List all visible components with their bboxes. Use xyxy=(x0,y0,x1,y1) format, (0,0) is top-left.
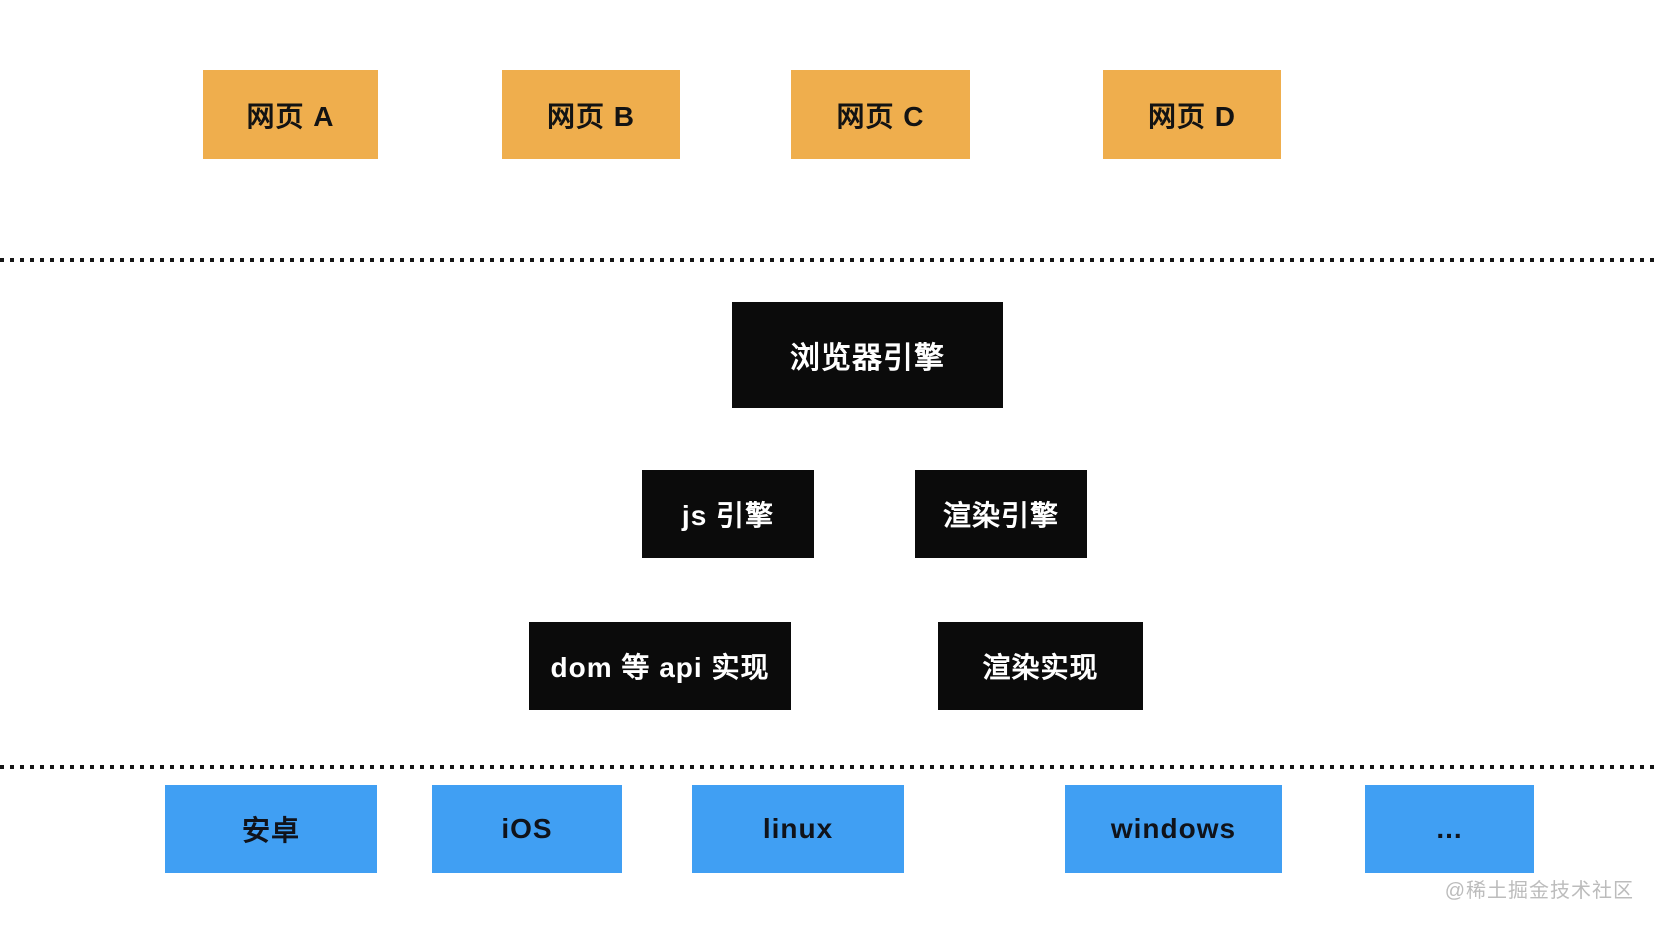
webpage-c-box: 网页 C xyxy=(791,70,970,159)
divider-dotted-bottom xyxy=(0,765,1656,769)
webpage-d-box: 网页 D xyxy=(1103,70,1281,159)
os-android-box: 安卓 xyxy=(165,785,377,873)
webpage-b-box: 网页 B xyxy=(502,70,680,159)
dom-api-impl-box: dom 等 api 实现 xyxy=(529,622,791,710)
js-engine-box: js 引擎 xyxy=(642,470,814,558)
watermark: @稀土掘金技术社区 xyxy=(1444,880,1634,902)
render-engine-box: 渲染引擎 xyxy=(915,470,1087,558)
os-ios-box: iOS xyxy=(432,785,622,873)
os-windows-box: windows xyxy=(1065,785,1282,873)
os-ellipsis-box: ... xyxy=(1365,785,1534,873)
divider-dotted-top xyxy=(0,258,1656,262)
webpage-a-box: 网页 A xyxy=(203,70,378,159)
os-linux-box: linux xyxy=(692,785,904,873)
browser-engine-box: 浏览器引擎 xyxy=(732,302,1003,408)
render-impl-box: 渲染实现 xyxy=(938,622,1143,710)
